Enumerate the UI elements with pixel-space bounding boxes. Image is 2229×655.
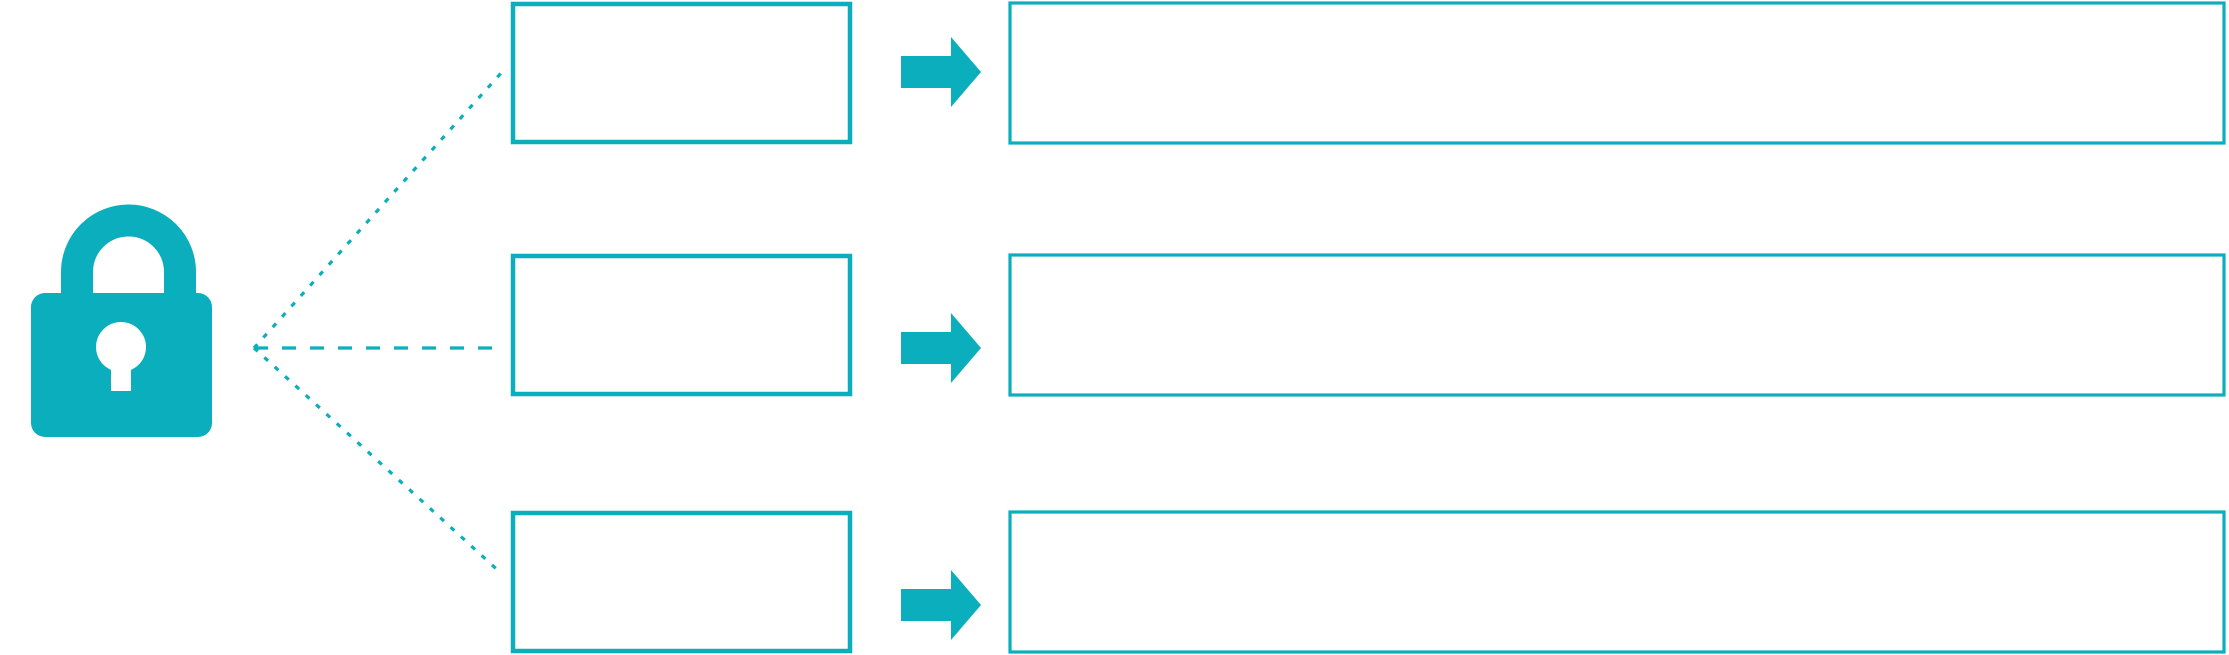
row-3-large-box[interactable] — [1008, 510, 2226, 654]
row-1-small-box[interactable] — [510, 1, 853, 145]
connector-group — [252, 70, 504, 576]
lock-icon — [31, 204, 212, 437]
row-1-large-box[interactable] — [1008, 1, 2226, 145]
row-2-graphics — [510, 253, 2226, 397]
connector-to-row-3 — [252, 346, 504, 576]
row-2-small-box[interactable] — [510, 253, 853, 397]
row-1-graphics — [510, 1, 2226, 145]
row-3-graphics — [510, 510, 2226, 654]
row-2-large-box[interactable] — [1008, 253, 2226, 397]
row-3-small-box[interactable] — [510, 510, 853, 654]
row-3-arrow-right-icon — [901, 570, 981, 640]
row-2-arrow-right-icon — [901, 313, 981, 383]
connector-to-row-1 — [252, 70, 504, 350]
row-1-arrow-right-icon — [901, 37, 981, 107]
